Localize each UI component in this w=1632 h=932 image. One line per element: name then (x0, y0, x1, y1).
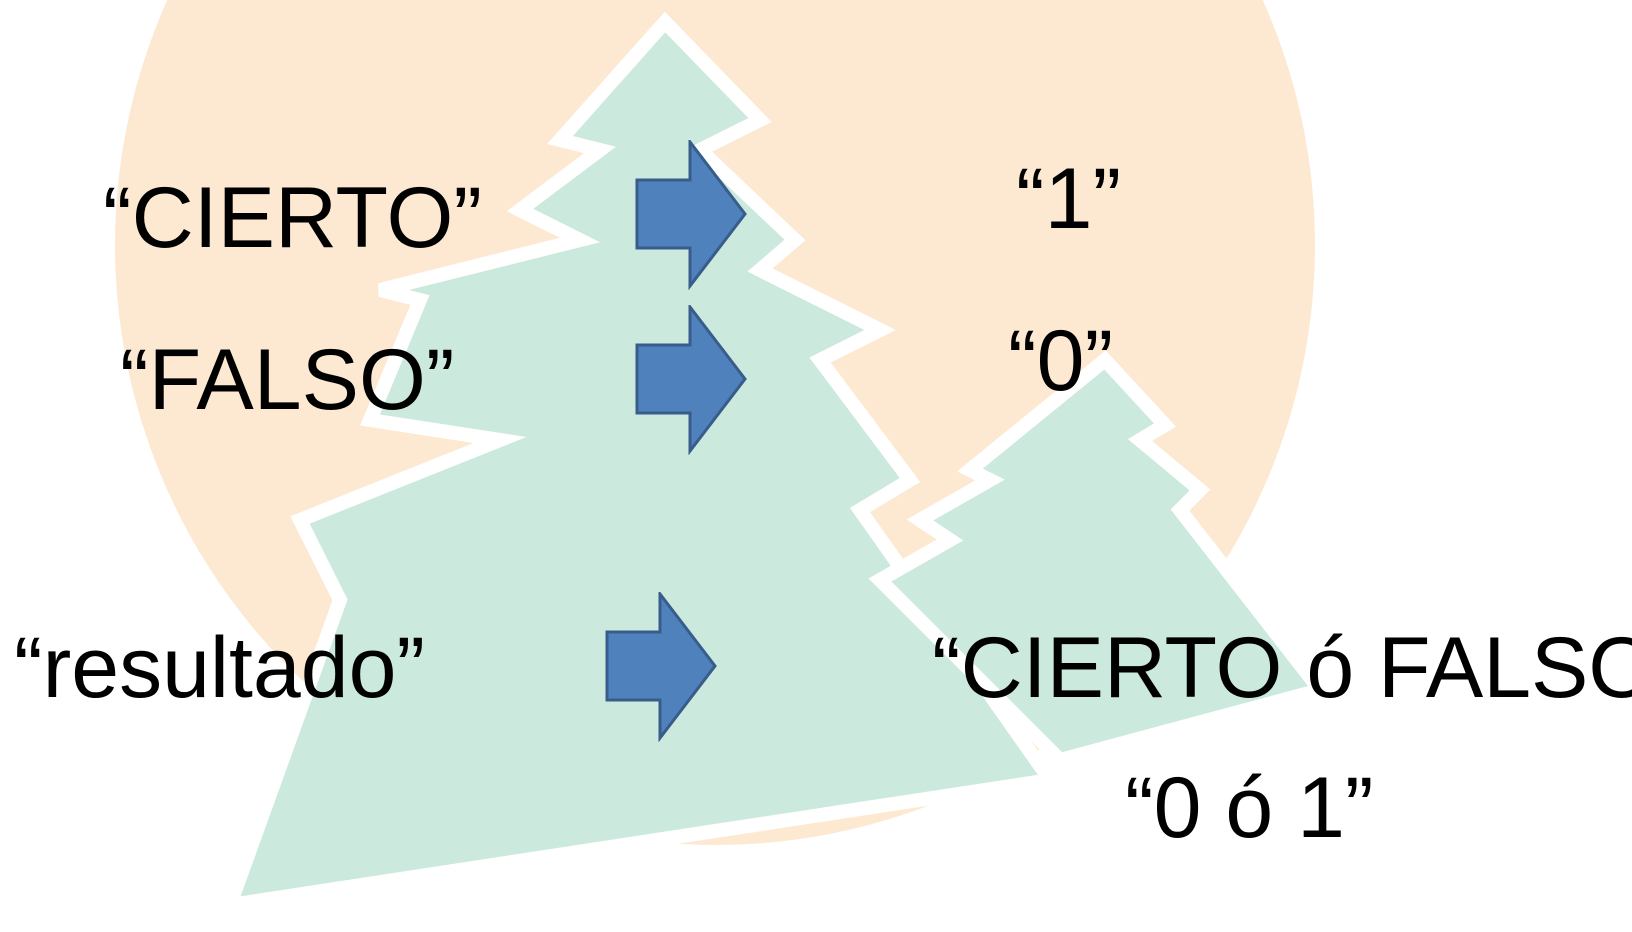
right-arrow-icon (605, 592, 717, 742)
tree-small-shape (868, 350, 1332, 768)
label-cierto: “CIERTO” (103, 170, 483, 266)
tree-large-shape (219, 11, 1063, 914)
label-cierto-o-falso: “CIERTO ó FALSO” (932, 620, 1632, 716)
right-arrow-icon (635, 140, 747, 290)
label-falso: “FALSO” (120, 332, 455, 428)
label-cero-o-uno: “0 ó 1” (1125, 760, 1374, 856)
label-zero: “0” (1008, 313, 1114, 409)
right-arrow-icon (635, 305, 747, 455)
label-resultado: “resultado” (14, 620, 426, 716)
label-one: “1” (1016, 151, 1122, 247)
